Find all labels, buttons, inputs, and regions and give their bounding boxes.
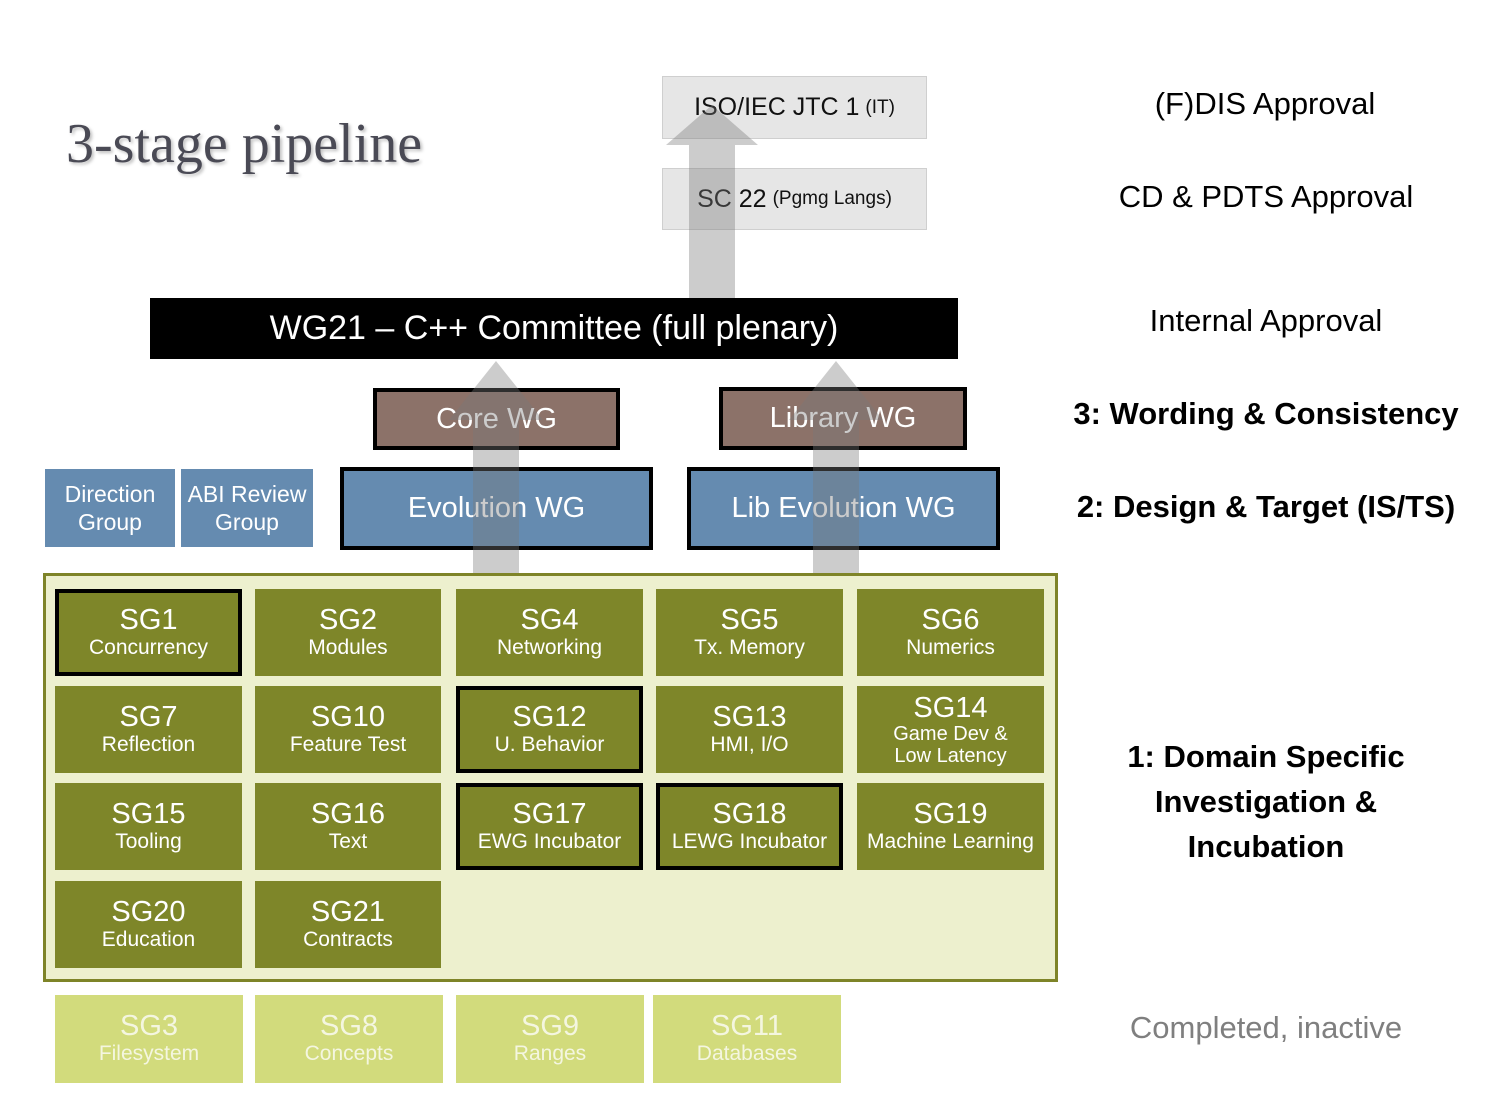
wg21-plenary-box[interactable]: WG21 – C++ Committee (full plenary) [150,298,958,359]
stage1-line3: Incubation [1187,829,1345,864]
study-group-name: Concurrency [88,635,209,659]
study-group-name: Networking [496,635,603,659]
study-group-id: SG12 [512,700,587,733]
stage1-label: 1: Domain Specific Investigation & Incub… [1100,734,1432,869]
inactive-group-id: SG3 [119,1010,179,1042]
study-group-id: SG21 [310,895,386,928]
iso-jtc1-box[interactable]: ISO/IEC JTC 1 (IT) [662,76,927,139]
study-group-id: SG19 [913,797,988,830]
study-group-name: EWG Incubator [477,829,622,853]
direction-group-box[interactable]: Direction Group [45,469,175,547]
core-wg-box[interactable]: Core WG [373,388,620,450]
fdis-approval-label: (F)DIS Approval [1154,86,1376,121]
study-group-id: SG15 [111,797,186,830]
stage3-label: 3: Wording & Consistency [1073,396,1459,431]
study-group-id: SG1 [119,603,178,636]
study-group-id: SG5 [720,603,779,636]
page-title: 3-stage pipeline [66,113,423,175]
inactive-group-name: Filesystem [98,1042,200,1065]
study-group-id: SG20 [111,895,186,928]
sc22-sub: (Pgmg Langs) [772,188,892,209]
lib-evolution-wg-box[interactable]: Lib Evolution WG [687,467,1000,550]
internal-approval-label: Internal Approval [1149,303,1383,338]
direction-group-line2: Group [78,509,142,535]
inactive-group-id: SG9 [520,1010,580,1042]
study-group-name: LEWG Incubator [671,829,828,853]
study-group-name: Education [101,927,196,951]
abi-review-group-line2: Group [215,509,279,535]
inactive-group-id: SG11 [710,1010,783,1042]
iso-jtc1-sub: (IT) [865,96,895,118]
study-group-name: HMI, I/O [710,732,789,756]
study-group-id: SG10 [310,700,386,733]
study-group-id: SG2 [318,603,378,636]
study-group-name: Contracts [303,927,393,951]
stage1-line2: Investigation & [1154,784,1378,819]
study-group-name: Modules [308,635,388,659]
abi-review-group-line1: ABI Review [187,481,307,507]
study-group-name: Tx. Memory [694,635,805,659]
study-group-id: SG4 [520,603,579,636]
library-wg-box[interactable]: Library WG [719,387,967,450]
study-group-name: Reflection [101,732,196,756]
study-group-id: SG13 [712,700,787,733]
study-group-id: SG7 [119,700,178,733]
abi-review-group-box[interactable]: ABI Review Group [181,469,313,547]
study-group-id: SG14 [913,691,988,724]
study-group-id: SG6 [921,603,980,636]
cd-pdts-approval-label: CD & PDTS Approval [1118,179,1414,214]
sc22-label: SC 22 [697,184,767,213]
sc22-box[interactable]: SC 22 (Pgmg Langs) [662,168,927,230]
inactive-group-name: Databases [696,1042,798,1065]
direction-group-line1: Direction [64,481,156,507]
study-group-name: Numerics [906,635,995,659]
evolution-wg-box[interactable]: Evolution WG [340,467,653,550]
inactive-label: Completed, inactive [1129,1010,1403,1045]
study-group-name: Machine Learning [867,829,1034,853]
stage1-line1: 1: Domain Specific [1127,739,1405,774]
study-group-name: U. Behavior [494,732,605,756]
study-group-name: Text [328,829,368,853]
inactive-group-id: SG8 [319,1010,379,1042]
study-group-name: Feature Test [289,732,407,756]
inactive-group-name: Concepts [304,1042,394,1065]
study-group-id: SG16 [310,797,386,830]
stage2-label: 2: Design & Target (IS/TS) [1076,489,1456,524]
study-group-name: Game Dev & [893,722,1008,745]
iso-jtc1-label: ISO/IEC JTC 1 [694,93,860,121]
study-group-id: SG18 [712,797,787,830]
study-group-name: Tooling [115,829,182,853]
study-group-id: SG17 [512,797,587,830]
study-group-name-line2: Low Latency [894,744,1007,767]
inactive-group-name: Ranges [513,1042,587,1065]
